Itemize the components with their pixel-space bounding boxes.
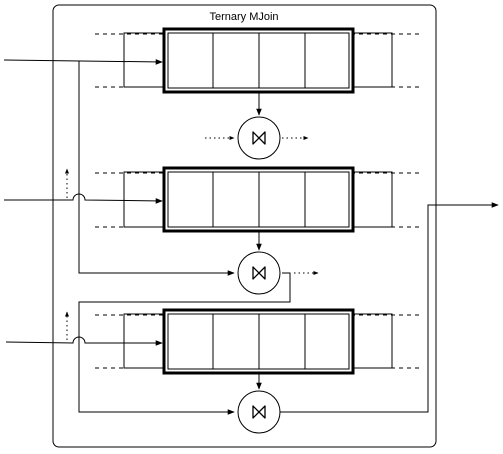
join-2-output-feedback bbox=[78, 272, 291, 415]
window-2 bbox=[95, 166, 420, 233]
input-stream-1-arrow bbox=[3, 59, 163, 65]
diagram-title: Ternary MJoin bbox=[209, 11, 278, 23]
probe-path-stream-1 bbox=[78, 61, 235, 276]
output-stream-arrow bbox=[280, 202, 499, 413]
window-1 bbox=[95, 27, 420, 94]
join-operator-3 bbox=[237, 390, 281, 434]
join-operator-1 bbox=[237, 116, 281, 160]
join-operator-2 bbox=[237, 251, 281, 295]
